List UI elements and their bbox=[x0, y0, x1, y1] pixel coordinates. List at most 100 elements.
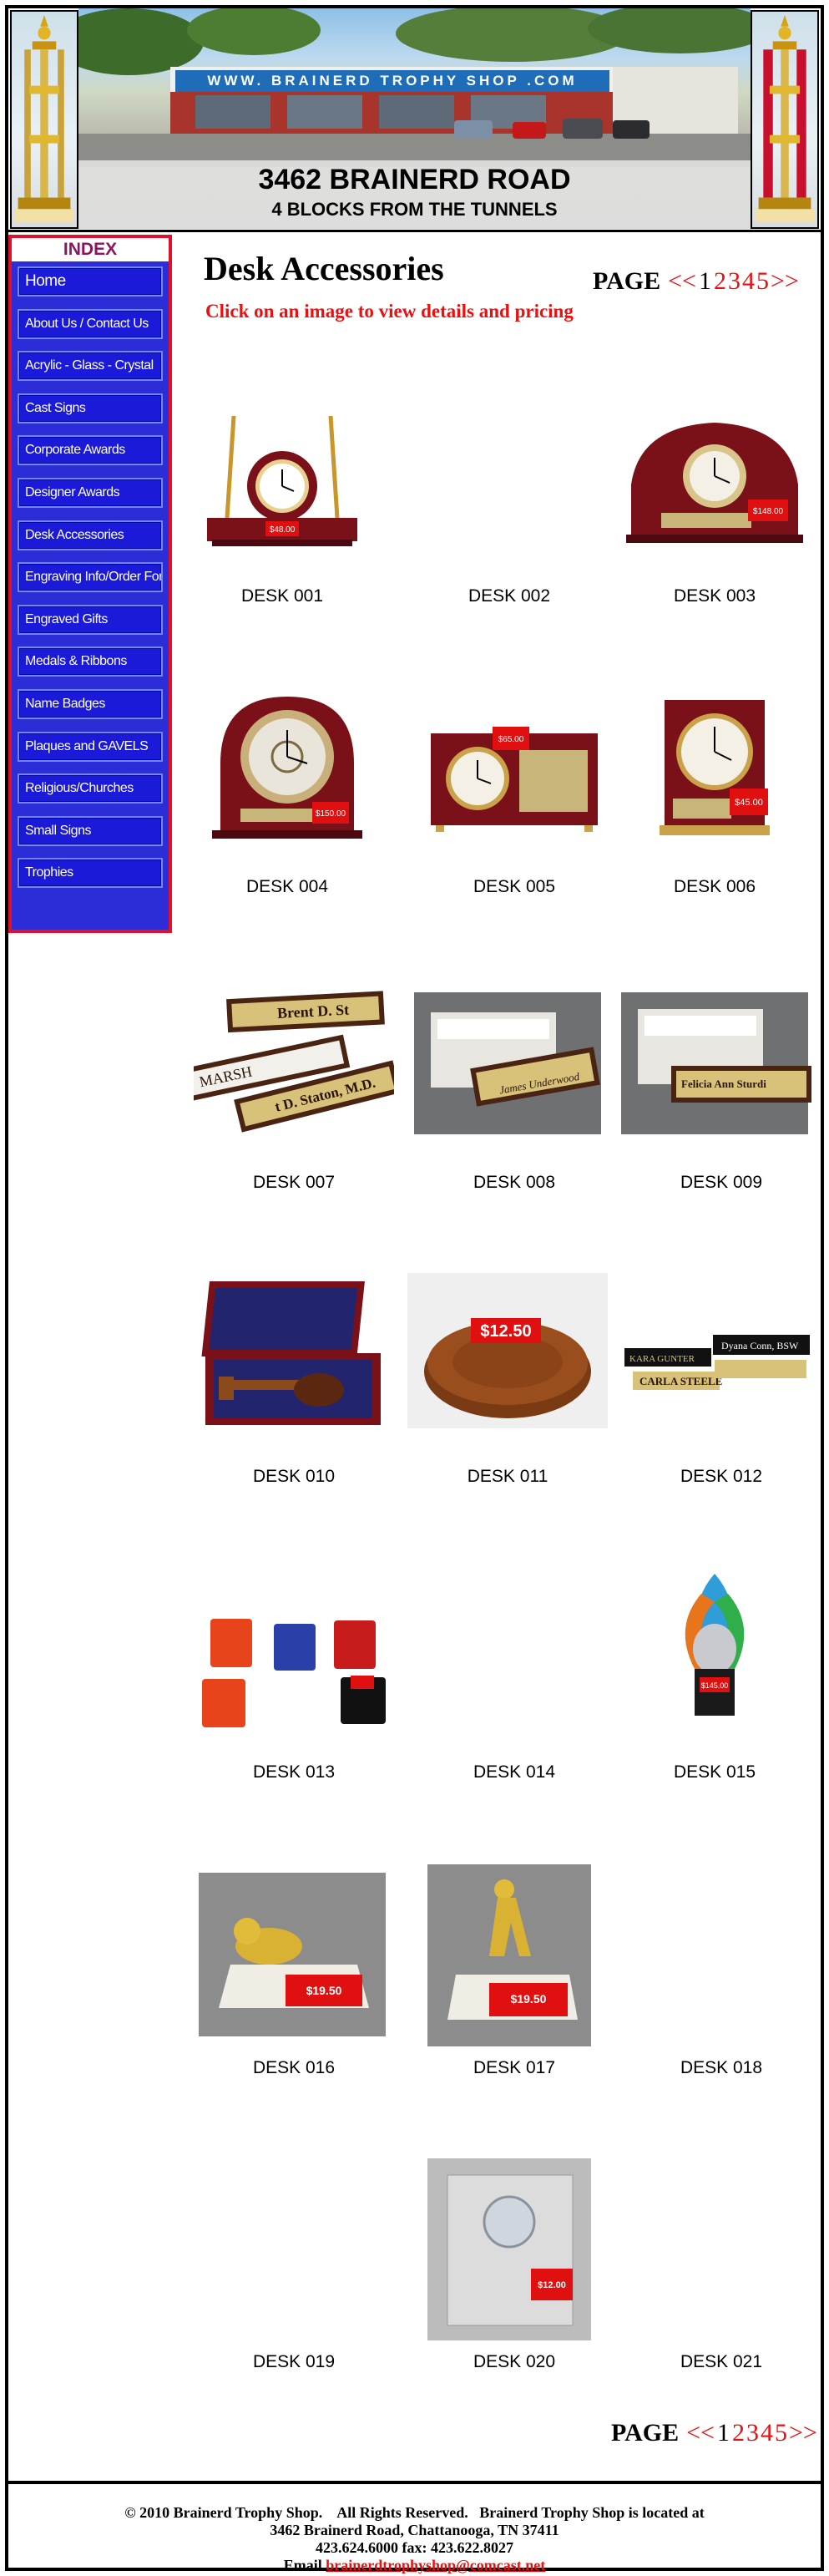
product-desk-002[interactable]: DESK 002 bbox=[409, 393, 609, 610]
product-desk-007[interactable]: Brent D. St MARSH t D. Staton, M.D. DESK… bbox=[194, 979, 394, 1196]
product-image[interactable]: $65.00 bbox=[414, 683, 614, 867]
sidebar-item-small-signs[interactable]: Small Signs bbox=[18, 815, 163, 846]
product-caption[interactable]: DESK 007 bbox=[252, 1173, 336, 1192]
product-image[interactable] bbox=[194, 1273, 394, 1457]
product-caption[interactable]: DESK 003 bbox=[673, 586, 756, 606]
product-caption[interactable]: DESK 020 bbox=[473, 2352, 556, 2371]
footer-email-link[interactable]: brainerdtrophyshop@comcast.net bbox=[326, 2557, 546, 2573]
sidebar-item-name-badges[interactable]: Name Badges bbox=[18, 688, 163, 719]
pager-link-4[interactable]: 4 bbox=[741, 267, 755, 295]
product-desk-006[interactable]: $45.00 DESK 006 bbox=[614, 683, 815, 900]
pager-link-3[interactable]: 3 bbox=[727, 267, 741, 295]
product-desk-010[interactable]: DESK 010 bbox=[194, 1273, 394, 1490]
product-desk-013[interactable]: DESK 013 bbox=[194, 1569, 394, 1786]
product-desk-019[interactable]: DESK 019 bbox=[194, 2158, 394, 2376]
sidebar-item-about-contact[interactable]: About Us / Contact Us bbox=[18, 308, 163, 339]
pager-link-2[interactable]: 2 bbox=[731, 2419, 745, 2447]
pager-current-page: 1 bbox=[698, 267, 711, 295]
sidebar-item-designer-awards[interactable]: Designer Awards bbox=[18, 477, 163, 508]
product-desk-016[interactable]: $19.50 DESK 016 bbox=[194, 1864, 394, 2082]
product-caption[interactable]: DESK 010 bbox=[252, 1467, 336, 1486]
product-image[interactable] bbox=[409, 393, 609, 576]
sidebar-item-cast-signs[interactable]: Cast Signs bbox=[18, 393, 163, 423]
product-desk-003[interactable]: $148.00 DESK 003 bbox=[614, 393, 815, 610]
footer-address: 3462 Brainerd Road, Chattanooga, TN 3741… bbox=[270, 2522, 559, 2538]
product-desk-018[interactable]: DESK 018 bbox=[621, 1864, 821, 2082]
product-image[interactable] bbox=[621, 1864, 821, 2048]
product-image[interactable] bbox=[621, 2158, 821, 2342]
product-image[interactable]: $19.50 bbox=[414, 1864, 614, 2048]
product-desk-011[interactable]: $12.50 DESK 011 bbox=[407, 1273, 608, 1490]
pager-prev-link[interactable]: << bbox=[668, 267, 696, 295]
product-caption[interactable]: DESK 011 bbox=[467, 1467, 548, 1486]
product-caption[interactable]: DESK 017 bbox=[473, 2058, 556, 2077]
price-tag: $12.00 bbox=[538, 2280, 566, 2290]
price-tag: $12.50 bbox=[480, 1322, 531, 1341]
product-desk-004[interactable]: $150.00 DESK 004 bbox=[187, 683, 387, 900]
product-caption[interactable]: DESK 016 bbox=[252, 2058, 336, 2077]
pager-link-4[interactable]: 4 bbox=[760, 2419, 773, 2447]
product-caption[interactable]: DESK 006 bbox=[673, 877, 756, 896]
product-desk-012[interactable]: Dyana Conn, BSW KARA GUNTER CARLA STEELE… bbox=[621, 1273, 821, 1490]
product-image[interactable]: James Underwood bbox=[414, 979, 614, 1163]
product-caption[interactable]: DESK 015 bbox=[673, 1762, 756, 1782]
product-image[interactable] bbox=[194, 2158, 394, 2342]
sidebar-item-trophies[interactable]: Trophies bbox=[18, 858, 163, 889]
product-image[interactable]: Felicia Ann Sturdi bbox=[621, 979, 821, 1163]
product-desk-015[interactable]: $145.00 DESK 015 bbox=[614, 1569, 815, 1786]
trophy-photo-right bbox=[751, 10, 819, 229]
product-image[interactable]: $45.00 bbox=[614, 683, 815, 867]
product-caption[interactable]: DESK 012 bbox=[680, 1467, 763, 1486]
sidebar-item-engraving-info[interactable]: Engraving Info/Order Form bbox=[18, 562, 163, 593]
sidebar-item-religious-churches[interactable]: Religious/Churches bbox=[18, 773, 163, 804]
pager-link-5[interactable]: 5 bbox=[774, 2419, 787, 2447]
product-desk-009[interactable]: Felicia Ann Sturdi DESK 009 bbox=[621, 979, 821, 1196]
product-image[interactable] bbox=[414, 1569, 614, 1752]
product-image[interactable]: $148.00 bbox=[614, 393, 815, 576]
product-caption[interactable]: DESK 002 bbox=[468, 586, 551, 606]
product-image[interactable]: $12.50 bbox=[407, 1273, 608, 1457]
product-image[interactable]: Brent D. St MARSH t D. Staton, M.D. bbox=[194, 979, 394, 1163]
pager-link-2[interactable]: 2 bbox=[713, 267, 726, 295]
product-desk-017[interactable]: $19.50 DESK 017 bbox=[414, 1864, 614, 2082]
product-caption[interactable]: DESK 009 bbox=[680, 1173, 763, 1192]
page-frame: WWW. BRAINERD TROPHY SHOP .COM 3462 BRAI… bbox=[5, 5, 824, 2573]
pager-link-3[interactable]: 3 bbox=[746, 2419, 759, 2447]
pager-next-link[interactable]: >> bbox=[788, 2419, 817, 2447]
product-desk-008[interactable]: James Underwood DESK 008 bbox=[414, 979, 614, 1196]
sidebar-item-medals-ribbons[interactable]: Medals & Ribbons bbox=[18, 647, 163, 677]
pager-link-5[interactable]: 5 bbox=[756, 267, 769, 295]
product-caption[interactable]: DESK 018 bbox=[680, 2058, 763, 2077]
product-desk-001[interactable]: $48.00 DESK 001 bbox=[182, 393, 382, 610]
page-subtitle: Click on an image to view details and pr… bbox=[205, 301, 574, 322]
product-desk-021[interactable]: DESK 021 bbox=[621, 2158, 821, 2376]
sidebar-item-desk-accessories[interactable]: Desk Accessories bbox=[18, 520, 163, 550]
product-caption[interactable]: DESK 005 bbox=[473, 877, 556, 896]
product-caption[interactable]: DESK 004 bbox=[245, 877, 329, 896]
sidebar-item-acrylic-glass-crystal[interactable]: Acrylic - Glass - Crystal bbox=[18, 351, 163, 382]
product-image[interactable]: $145.00 bbox=[614, 1569, 815, 1752]
product-caption[interactable]: DESK 019 bbox=[252, 2352, 336, 2371]
product-image[interactable]: $12.00 bbox=[414, 2158, 614, 2342]
pager-current-page: 1 bbox=[716, 2419, 730, 2447]
product-caption[interactable]: DESK 008 bbox=[473, 1173, 556, 1192]
product-image[interactable]: $48.00 bbox=[182, 393, 382, 576]
product-image[interactable]: $150.00 bbox=[187, 683, 387, 867]
product-desk-005[interactable]: $65.00 DESK 005 bbox=[414, 683, 614, 900]
product-image[interactable] bbox=[194, 1569, 394, 1752]
product-caption[interactable]: DESK 013 bbox=[252, 1762, 336, 1782]
product-desk-020[interactable]: $12.00 DESK 020 bbox=[414, 2158, 614, 2376]
pager-next-link[interactable]: >> bbox=[770, 267, 799, 295]
sidebar-item-home[interactable]: Home bbox=[18, 266, 163, 297]
product-caption[interactable]: DESK 021 bbox=[680, 2352, 763, 2371]
sidebar-item-plaques-gavels[interactable]: Plaques and GAVELS bbox=[18, 731, 163, 762]
product-image[interactable]: Dyana Conn, BSW KARA GUNTER CARLA STEELE bbox=[621, 1273, 821, 1457]
sidebar-item-engraved-gifts[interactable]: Engraved Gifts bbox=[18, 604, 163, 635]
product-caption[interactable]: DESK 001 bbox=[240, 586, 324, 606]
pager-prev-link[interactable]: << bbox=[686, 2419, 715, 2447]
sidebar-item-corporate-awards[interactable]: Corporate Awards bbox=[18, 435, 163, 466]
product-caption[interactable]: DESK 014 bbox=[473, 1762, 556, 1782]
product-image[interactable]: $19.50 bbox=[194, 1864, 394, 2048]
product-desk-014[interactable]: DESK 014 bbox=[414, 1569, 614, 1786]
